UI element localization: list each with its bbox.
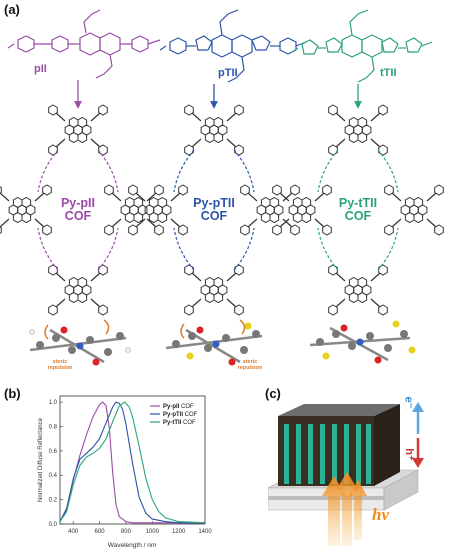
cof-film-side [374,404,400,486]
legend-entry-0: Py-pII COF [163,404,194,410]
y-tick-label-2: 0.4 [49,473,58,479]
substrate-stripe [268,496,384,500]
steric-label-pII-line2: repulsion [47,365,73,371]
plot-frame [59,395,206,525]
ball-stick-model-pTII [165,319,263,366]
molecule-tTII-structure [291,9,433,83]
hole-label: h⁺ [402,448,415,461]
y-axis-label: Normalized Diffuse Reflectance [38,417,44,502]
y-axis-ticks: 0.0 0.2 0.4 0.6 0.8 1.0 [49,400,63,528]
substrate-side [383,469,419,511]
cof-film-front [278,416,374,486]
y-tick-label-5: 1.0 [49,400,58,406]
cof-label-pII: Py-pII COF [53,197,103,223]
panel-label-b: (b) [4,386,21,401]
cof-label-pTII-line2: COF [200,209,228,223]
x-tick-label-0: 400 [68,529,79,535]
cof-label-pII-line1: Py-pII [60,196,96,210]
x-axis-ticks: 400 600 800 1000 1200 1400 [68,521,212,535]
x-tick-label-1: 600 [95,529,106,535]
electron-label: e⁻ [402,396,415,409]
steric-label-pTII-line1: steric [242,359,258,365]
cof-channels [284,424,371,484]
cof-tTII-framework [273,105,444,315]
cof-label-pII-line2: COF [64,209,92,223]
series-line-py-ttii [59,401,206,524]
panel-label-c: (c) [265,386,281,401]
cof-film-top [278,404,400,416]
ball-stick-model-tTII [309,320,416,364]
panel-a-figure: pII pTII tTII [0,9,452,366]
chart-legend: Py-pII COF Py-pTII COF Py-tTII COF [150,404,198,426]
steric-label-pTII-line2: repulsion [237,365,263,371]
series-lines [59,401,206,524]
molecule-pII-structure [7,9,161,79]
y-tick-label-1: 0.2 [49,498,58,504]
molecule-label-pTII: pTII [218,67,238,79]
cof-label-pTII-line1: Py-pTII [193,196,235,210]
cof-pTII-framework [129,105,300,315]
cof-label-tTII-line1: Py-tTII [338,196,378,210]
ball-stick-model-pII [29,319,131,366]
device-schematic [268,402,424,546]
x-tick-label-5: 1400 [198,529,212,535]
cof-pII-framework [0,105,163,315]
x-axis-label: Wavelength / nm [108,542,157,549]
cof-label-pTII: Py-pTII COF [186,197,242,223]
y-tick-label-3: 0.6 [49,449,58,455]
x-tick-label-2: 800 [121,529,132,535]
legend-entry-2: Py-tTII COF [163,420,196,426]
photon-label: hν [372,505,389,524]
y-tick-label-0: 0.0 [49,522,58,528]
x-tick-label-4: 1200 [172,529,186,535]
cof-label-tTII-line2: COF [344,209,372,223]
molecule-label-pII: pII [34,63,47,75]
panel-label-a: (a) [4,2,20,17]
steric-label-pII: steric repulsion [40,359,80,371]
steric-label-pII-line1: steric [52,359,68,365]
legend-entry-1: Py-pTII COF [163,412,198,418]
reflectance-chart: 0.0 0.2 0.4 0.6 0.8 1.0 400 600 800 1000 1200 1400… [38,395,212,549]
y-tick-label-4: 0.8 [49,424,58,430]
steric-label-pTII: steric repulsion [230,359,270,371]
cof-label-tTII: Py-tTII COF [330,197,386,223]
x-tick-label-3: 1000 [146,529,160,535]
series-line-py-ptii [59,401,205,524]
light-beams [322,472,367,546]
molecule-label-tTII: tTII [380,67,397,79]
